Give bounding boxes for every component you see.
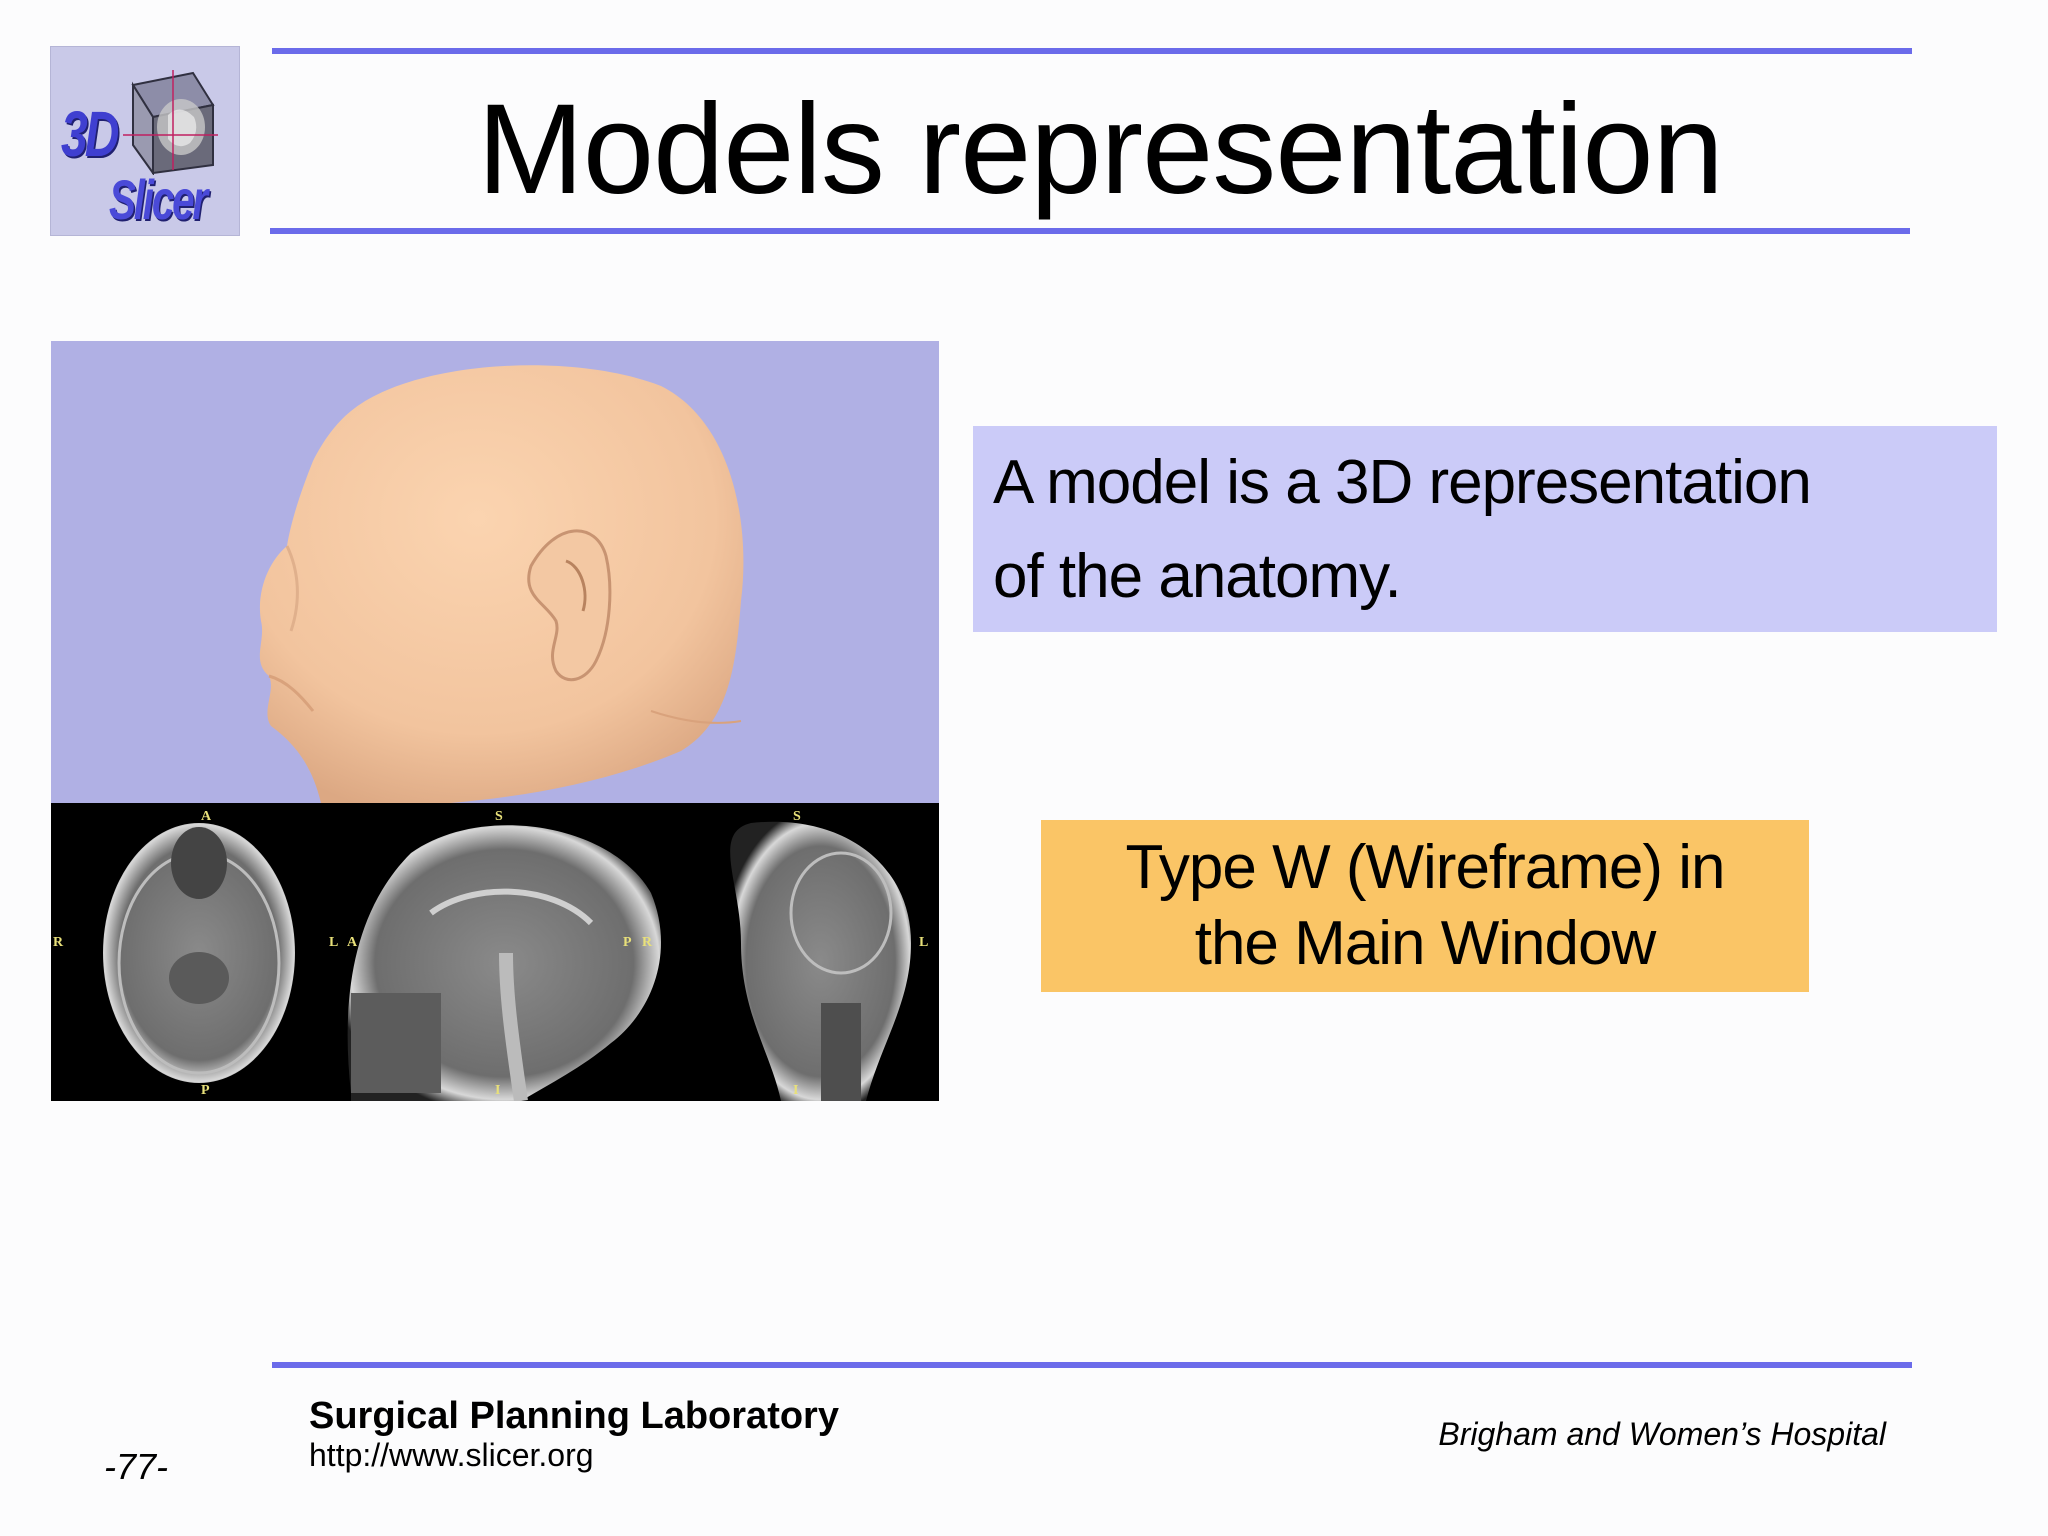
sagittal-label-right: P xyxy=(623,935,632,950)
coronal-slice xyxy=(730,821,911,1101)
wireframe-tip-box: Type W (Wireframe) in the Main Window xyxy=(1041,820,1809,992)
lab-url-link[interactable]: http://www.slicer.org xyxy=(309,1437,594,1473)
coronal-label-left: R xyxy=(642,935,653,950)
coronal-label-top: S xyxy=(793,809,801,824)
axial-label-left: R xyxy=(53,935,64,950)
definition-text: A model is a 3D representation of the an… xyxy=(993,436,1983,624)
axial-label-bottom: P xyxy=(201,1083,210,1098)
page-number: -77- xyxy=(104,1446,169,1487)
title-bottom-rule xyxy=(270,228,1910,234)
hospital-name: Brigham and Women’s Hospital xyxy=(1438,1416,1886,1452)
tip-line-2: the Main Window xyxy=(1194,909,1657,978)
3d-view-panel xyxy=(51,341,939,803)
slide-title: Models representation xyxy=(477,78,1724,221)
logo-text-slicer: Slicer xyxy=(109,168,208,231)
definition-box: A model is a 3D representation of the an… xyxy=(973,426,1997,632)
coronal-label-right: L xyxy=(919,935,929,950)
slicer-screenshot-image: A P R L S I A P S I R L xyxy=(51,341,939,1101)
definition-line-1: A model is a 3D representation xyxy=(993,448,1812,517)
slicer-logo: 3D Slicer xyxy=(50,46,240,236)
tip-text: Type W (Wireframe) in the Main Window xyxy=(1041,830,1809,982)
definition-line-2: of the anatomy. xyxy=(993,542,1402,611)
coronal-label-bottom: I xyxy=(793,1083,799,1098)
mri-slices xyxy=(103,821,911,1101)
slice-views-panel: A P R L S I A P S I R L xyxy=(51,803,939,1101)
head-model-render xyxy=(259,365,744,803)
title-top-rule xyxy=(272,48,1912,54)
sagittal-label-left: A xyxy=(347,935,358,950)
slicer-cube-icon xyxy=(123,70,218,175)
tip-line-1: Type W (Wireframe) in xyxy=(1125,833,1725,902)
sagittal-label-bottom: I xyxy=(495,1083,501,1098)
lab-name: Surgical Planning Laboratory xyxy=(309,1395,839,1437)
footer-rule xyxy=(272,1362,1912,1368)
logo-text-3d: 3D xyxy=(61,98,119,170)
sagittal-label-top: S xyxy=(495,809,503,824)
axial-label-right: L xyxy=(329,935,339,950)
axial-label-top: A xyxy=(201,809,212,824)
